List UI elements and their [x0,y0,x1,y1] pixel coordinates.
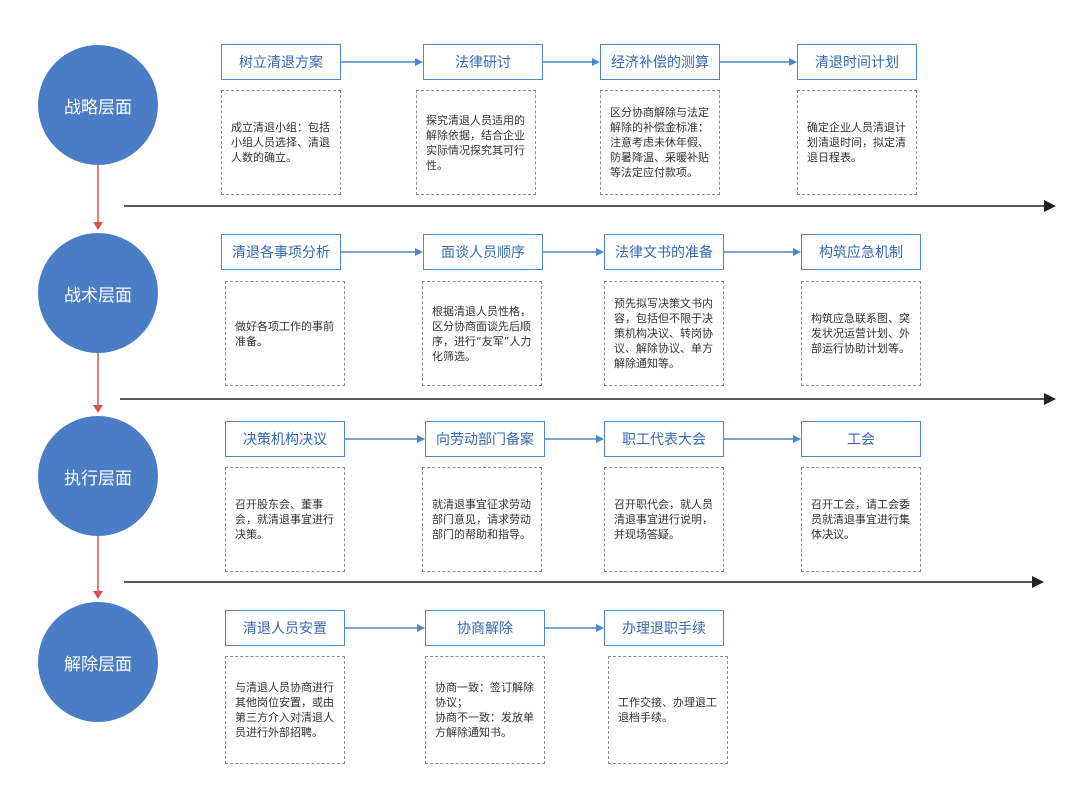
flow-arrow-head [417,435,425,443]
step-box: 法律文书的准备 [604,234,724,270]
step-box: 协商解除 [425,610,545,646]
layer-label: 战略层面 [64,97,132,118]
flow-arrow-head [415,248,423,256]
step-box: 工会 [801,421,921,457]
step-box: 清退时间计划 [797,44,917,80]
step-box: 法律研讨 [423,44,543,80]
note-box: 根据清退人员性格，区分协商面谈先后顺序，进行“友军”人力化筛选。 [422,281,542,386]
layer-arrow-head [93,591,103,599]
step-box: 构筑应急机制 [801,234,921,270]
step-box: 经济补偿的测算 [600,44,720,80]
step-box: 办理退职手续 [604,610,724,646]
step-box: 决策机构决议 [225,421,345,457]
layer-arrow-head [93,222,103,230]
flow-arrow-head [415,58,423,66]
note-box: 区分协商解除与法定解除的补偿金标准：注意考虑未休年假、防暑降温、采暖补贴等法定应… [600,90,720,195]
note-box: 与清退人员协商进行其他岗位安置，或由第三方介入对清退人员进行外部招聘。 [225,656,345,764]
layer-label: 执行层面 [64,468,132,489]
flow-arrow-head [417,624,425,632]
layer-circle-strategy: 战略层面 [38,45,158,165]
step-box: 清退人员安置 [225,610,345,646]
layer-circle-execution: 执行层面 [38,416,158,536]
note-box: 探究清退人员适用的解除依据，结合企业实际情况探究其可行性。 [416,90,536,195]
flow-arrow-head [793,248,801,256]
note-box: 协商一致：签订解除协议； 协商不一致：发放单方解除通知书。 [425,656,545,764]
note-box: 预先拟写决策文书内容，包括但不限于决策机构决议、转岗协议、解除协议、单方解除通知… [604,281,724,386]
note-box: 构筑应急联系图、突发状况运营计划、外部运行协助计划等。 [801,281,921,386]
flow-arrow-head [596,624,604,632]
flow-arrow-head [592,58,600,66]
note-box: 召开股东会、董事会，就清退事宜进行决策。 [225,467,345,572]
note-box: 成立清退小组：包括小组人员选择、清退人数的确立。 [221,90,341,195]
flow-arrow-head [596,435,604,443]
note-box: 确定企业人员清退计划清退时间，拟定清退日程表。 [797,90,917,195]
layer-circle-termination: 解除层面 [38,602,158,722]
flow-arrow-head [789,58,797,66]
flow-arrow-head [793,435,801,443]
layer-arrow-head [93,405,103,413]
note-box: 召开工会，请工会委员就清退事宜进行集体决议。 [801,467,921,572]
step-box: 职工代表大会 [604,421,724,457]
note-box: 就清退事宜征求劳动部门意见，请求劳动部门的帮助和指导。 [422,467,542,572]
timeline-arrow-head [1044,200,1056,212]
note-box: 召开职代会，就人员清退事宜进行说明，并现场答疑。 [604,467,724,572]
layer-circle-tactics: 战术层面 [38,233,158,353]
layer-label: 战术层面 [64,285,132,306]
flow-arrow-head [596,248,604,256]
step-box: 面谈人员顺序 [423,234,543,270]
step-box: 树立清退方案 [221,44,341,80]
layer-label: 解除层面 [64,654,132,675]
step-box: 向劳动部门备案 [425,421,545,457]
note-box: 工作交接、办理退工退档手续。 [608,656,728,764]
note-box: 做好各项工作的事前准备。 [225,281,345,386]
timeline-arrow-head [1032,576,1044,588]
timeline-arrow-head [1044,393,1056,405]
step-box: 清退各事项分析 [221,234,341,270]
